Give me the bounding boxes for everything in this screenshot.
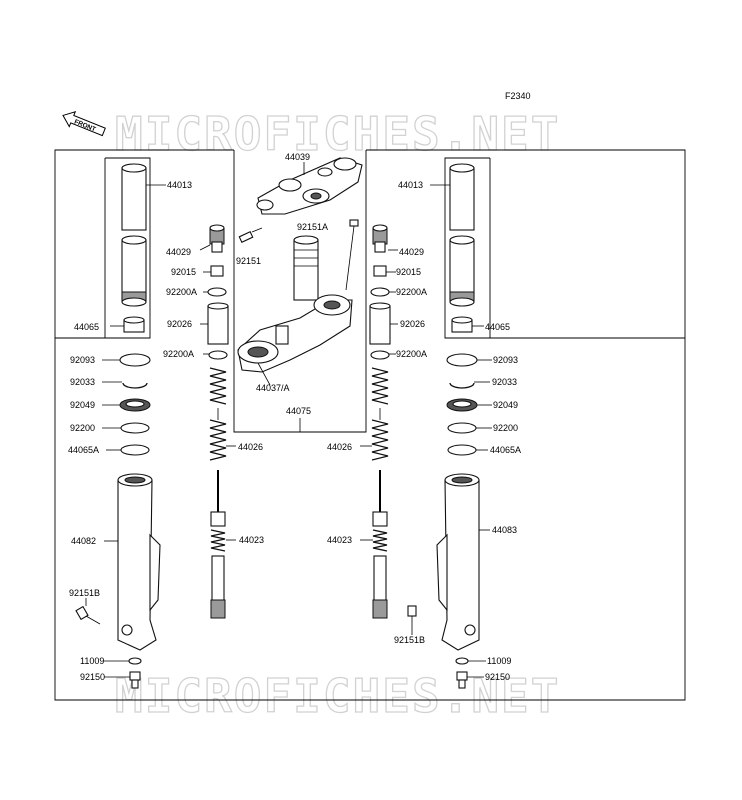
label-92200-left: 92200 (70, 423, 95, 433)
figure-code: F2340 (505, 91, 531, 101)
spring-44026-left (209, 367, 227, 461)
bolt-92150-right-icon (456, 671, 468, 689)
washer-92200A-right-2 (370, 350, 390, 360)
label-44039: 44039 (285, 152, 310, 162)
label-92200A-right-1: 92200A (396, 287, 427, 297)
label-92151: 92151 (236, 256, 261, 266)
spring-44026-right (371, 367, 389, 461)
label-92200A-right-2: 92200A (396, 349, 427, 359)
label-11009-left: 11009 (80, 656, 104, 666)
label-92033-right: 92033 (492, 377, 517, 387)
bushing-44065A-left (120, 444, 150, 456)
diagram-frame (54, 149, 686, 701)
seal-92093-right (446, 353, 478, 367)
label-44065-left: 44065 (74, 322, 99, 332)
seal-92093-left (119, 353, 151, 367)
label-92150-right: 92150 (485, 672, 510, 682)
bolt-92150-left-icon (129, 671, 141, 689)
watermark-bottom: MICROFICHES.NET (115, 669, 560, 723)
label-44013-left: 44013 (167, 180, 192, 190)
nut-92015-left (210, 265, 224, 277)
cap-bolt-44029-left (209, 224, 225, 253)
label-44026-left: 44026 (238, 442, 263, 452)
nut-92015-right (373, 265, 387, 277)
label-44065-right: 44065 (485, 322, 510, 332)
label-92200-right: 92200 (493, 423, 518, 433)
bushing-44065A-right (447, 444, 477, 456)
label-11009-right: 11009 (487, 656, 511, 666)
inner-tube-left (121, 163, 147, 307)
steering-stem-44037 (237, 235, 353, 373)
inner-tube-right (449, 163, 475, 307)
label-44082: 44082 (71, 536, 96, 546)
label-44029-left: 44029 (166, 247, 191, 257)
washer-92200-left (120, 422, 150, 434)
label-92200A-left-2: 92200A (163, 349, 194, 359)
label-44037: 44037/A (256, 383, 290, 393)
label-92150-left: 92150 (80, 672, 105, 682)
cap-bolt-44029-right (372, 224, 388, 253)
label-92049-left: 92049 (70, 400, 95, 410)
clip-92033-left-icon (122, 382, 148, 389)
washer-11009-right (455, 657, 469, 665)
spacer-92026-left (207, 302, 229, 345)
label-92015-right: 92015 (396, 267, 421, 277)
bushing-44065-left (123, 316, 145, 333)
label-44013-right: 44013 (398, 180, 423, 190)
label-92151B-right: 92151B (394, 635, 425, 645)
label-44075: 44075 (286, 406, 311, 416)
bolt-92151-icon (238, 227, 263, 243)
clip-92033-right-icon (449, 382, 475, 389)
outer-tube-44082 (117, 473, 161, 651)
upper-bracket-44039 (256, 157, 363, 215)
damper-rod-44023-left (210, 470, 226, 619)
label-92093-right: 92093 (493, 355, 518, 365)
label-44083: 44083 (492, 525, 517, 535)
washer-92200A-left-1 (207, 287, 227, 297)
washer-92200A-left-2 (208, 350, 228, 360)
label-92049-right: 92049 (493, 400, 518, 410)
label-92015-left: 92015 (171, 267, 196, 277)
label-44029-right: 44029 (399, 247, 424, 257)
label-44023-right: 44023 (327, 535, 352, 545)
watermark-top: MICROFICHES.NET (115, 107, 560, 161)
label-92200A-left-1: 92200A (166, 287, 197, 297)
damper-rod-44023-right (372, 470, 388, 619)
label-44026-right: 44026 (327, 442, 352, 452)
label-92026-right: 92026 (400, 319, 425, 329)
label-92026-left: 92026 (167, 319, 192, 329)
leader-lines (85, 162, 492, 678)
label-44023-left: 44023 (239, 535, 264, 545)
outer-tube-44083 (436, 473, 480, 651)
label-92151A: 92151A (297, 222, 328, 232)
washer-92200-right (447, 422, 477, 434)
washer-92200A-right-1 (370, 287, 390, 297)
washer-11009-left (128, 657, 142, 665)
label-92151B-left: 92151B (69, 588, 100, 598)
label-44065A-right: 44065A (490, 445, 521, 455)
label-44065A-left: 44065A (68, 445, 99, 455)
front-arrow-icon: FRONT (62, 110, 106, 137)
seal-92049-left (119, 398, 151, 412)
spacer-92026-right (369, 302, 391, 345)
bushing-44065-right (451, 316, 473, 333)
label-92033-left: 92033 (70, 377, 95, 387)
seal-92049-right (446, 398, 478, 412)
bolt-92151B-right-icon (407, 605, 417, 628)
bolt-92151B-left-icon (75, 605, 101, 625)
label-92093-left: 92093 (70, 355, 95, 365)
bolt-92151A-icon (345, 219, 359, 291)
